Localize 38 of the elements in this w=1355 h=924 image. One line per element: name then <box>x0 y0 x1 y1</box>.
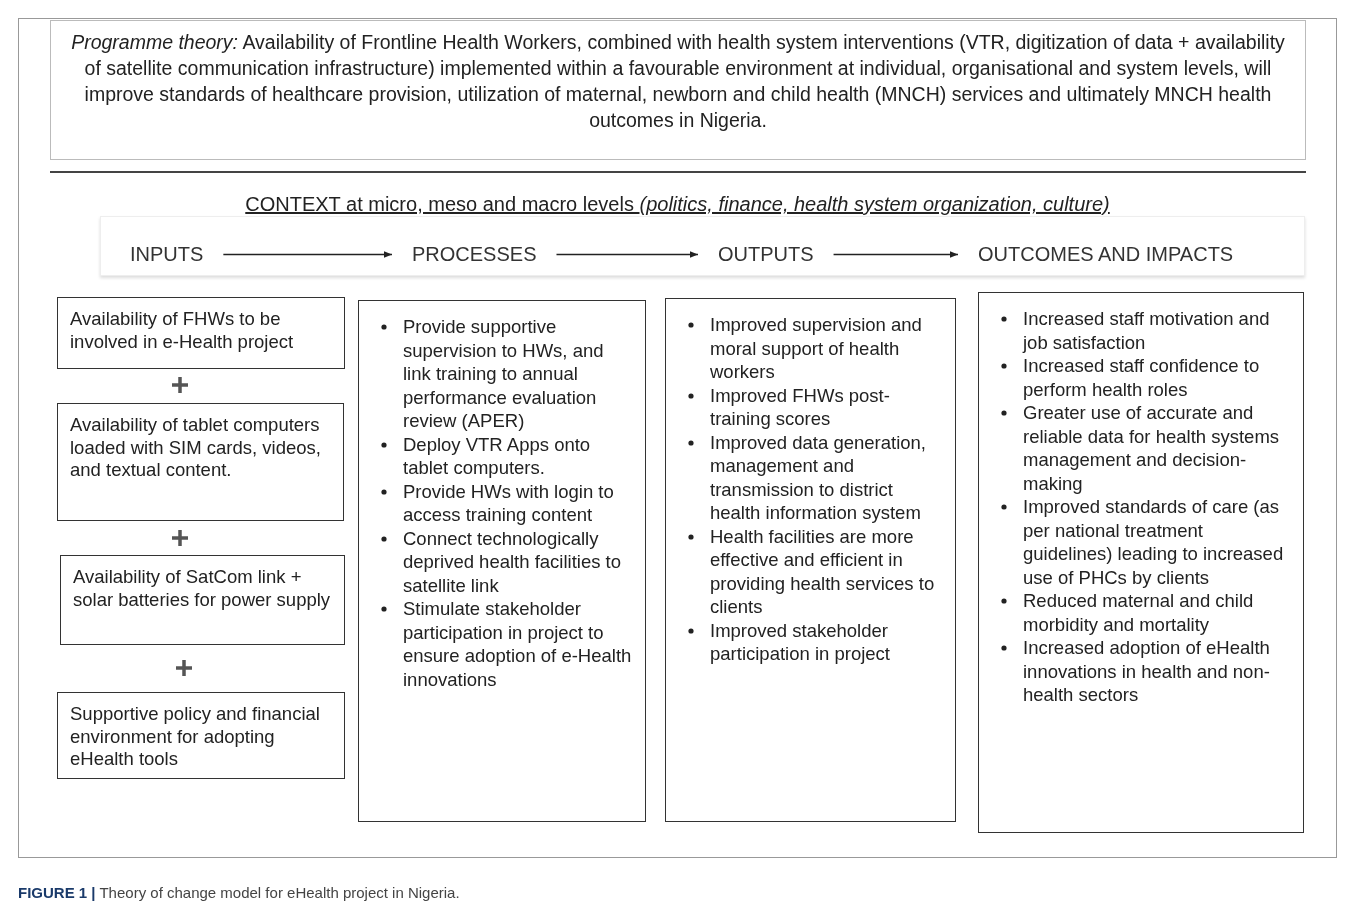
bullet-item: Increased staff confidence to perform health roles <box>1023 354 1293 401</box>
bullet-item: Increased adoption of eHealth innovations in health and non-health sectors <box>1023 636 1293 707</box>
bullet-item: Improved standards of care (as per national treatment guidelines) leading to increased use of PHCs by clients <box>1023 495 1293 589</box>
bullet-item: Provide HWs with login to access training content <box>403 479 635 527</box>
theory-box <box>50 20 1306 160</box>
outcome-box <box>978 292 1304 833</box>
column-heading: INPUTS <box>130 243 204 266</box>
column-heading: PROCESSES <box>412 243 537 266</box>
bullet-item: Increased staff motivation and job satisfaction <box>1023 307 1293 354</box>
column-heading: OUTCOMES AND IMPACTS <box>978 243 1234 266</box>
bullet-item: Improved supervision and moral support of health workers <box>710 313 945 384</box>
bullet-item: Reduced maternal and child morbidity and mortality <box>1023 589 1293 636</box>
arrow <box>222 251 393 258</box>
bullet-item: Improved FHWs post-training scores <box>710 383 945 431</box>
box-text: Supportive policy and financial environment for adopting eHealth tools <box>70 703 321 771</box>
box-text: Availability of FHWs to be involved in e-Health project <box>70 308 295 353</box>
bullet-item: Deploy VTR Apps onto tablet computers. <box>403 432 635 480</box>
input-box <box>60 555 345 645</box>
figure-caption: FIGURE 1 | Theory of change model for eHealth project in Nigeria. <box>18 884 460 901</box>
input-box <box>57 403 344 521</box>
process-box <box>358 300 646 822</box>
bullet-item: Improved stakeholder participation in project <box>710 618 945 666</box>
arrow <box>555 251 699 258</box>
bullet-item: Stimulate stakeholder participation in project to ensure adoption of e-Health innovations <box>403 597 635 691</box>
bullet-item: Health facilities are more effective and efficient in providing health services to clients <box>710 524 945 619</box>
input-box <box>57 297 345 369</box>
context-note: CONTEXT at micro, meso and macro levels (politics, finance, health system organization, culture) <box>245 193 1110 215</box>
bullet-item: Provide supportive supervision to HWs, and link training to annual performance evaluation review (APER) <box>403 315 635 433</box>
arrow <box>832 251 959 258</box>
column-heading: OUTPUTS <box>718 243 814 266</box>
box-text: Availability of SatCom link + solar batteries for power supply <box>73 566 332 611</box>
output-box <box>665 298 956 822</box>
bullet-item: Greater use of accurate and reliable data for health systems management and decision-making <box>1023 401 1293 495</box>
box-text: Availability of tablet computers loaded with SIM cards, videos, and textual content. <box>70 414 322 482</box>
theory-statement: Programme theory: Availability of Frontline Health Workers, combined with health system interventions (VTR, digitization of data + availability of satellite communication infrastructure) implemented within a favourable environment at individual, organisational and system levels, will improve standards of healthcare provision, utilization of maternal, newborn and child health (MNCH) services and ultimately MNCH health outcomes in Nigeria. <box>70 30 1286 133</box>
input-box <box>57 692 345 779</box>
bullet-item: Connect technologically deprived health facilities to satellite link <box>403 526 635 597</box>
bullet-item: Improved data generation, management and transmission to district health information system <box>710 430 945 525</box>
